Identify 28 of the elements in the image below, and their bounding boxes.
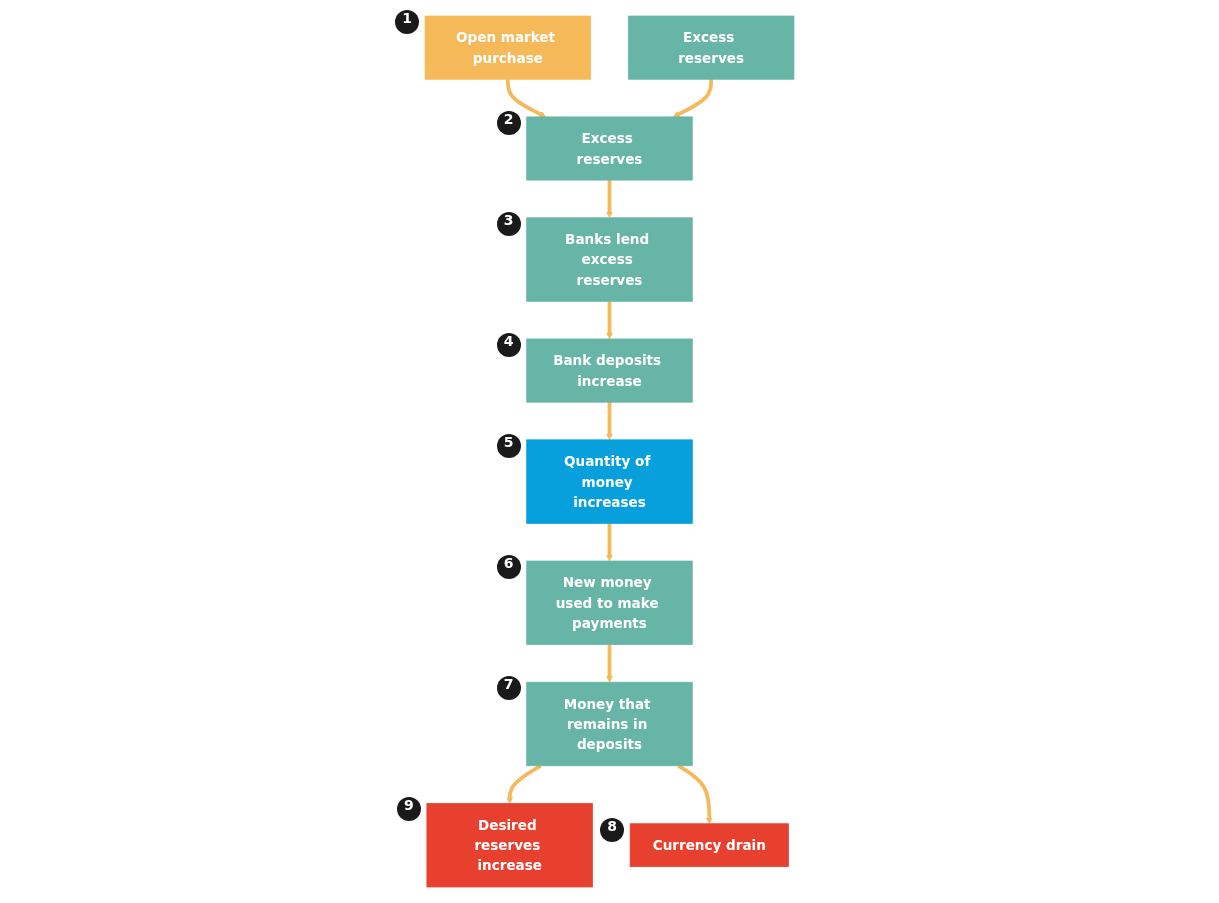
callout-number: 6	[496, 555, 521, 579]
callout-number: 8	[600, 817, 625, 842]
node-box: Excess reserves	[526, 116, 693, 181]
callout-number: 4	[496, 332, 521, 357]
node-box: New money used to make payments	[526, 560, 693, 645]
node-box: Excess reserves	[627, 15, 795, 80]
node-box: Open market purchase	[424, 15, 592, 80]
node-box: Money that remains in deposits	[526, 681, 693, 767]
callout-number: 2	[496, 110, 521, 135]
arrow	[506, 79, 547, 118]
callout-number: 9	[396, 797, 421, 822]
node-box: Currency drain	[629, 823, 789, 868]
arrow	[606, 402, 613, 441]
node-box: Banks lend excess reserves	[526, 217, 693, 302]
arrow	[677, 764, 713, 825]
callout-number: 5	[496, 433, 521, 458]
callout-number: 1	[395, 10, 420, 34]
callout-number: 7	[496, 676, 521, 701]
callout-number: 3	[496, 211, 521, 236]
node-box: Quantity of money increases	[526, 439, 693, 524]
arrow	[606, 180, 613, 219]
arrow	[672, 79, 713, 118]
node-box: Desired reserves increase	[426, 803, 593, 888]
node-box: Bank deposits increase	[526, 338, 693, 403]
arrow	[506, 764, 542, 804]
arrow	[606, 644, 613, 683]
arrow	[606, 301, 613, 340]
arrow	[606, 523, 613, 562]
